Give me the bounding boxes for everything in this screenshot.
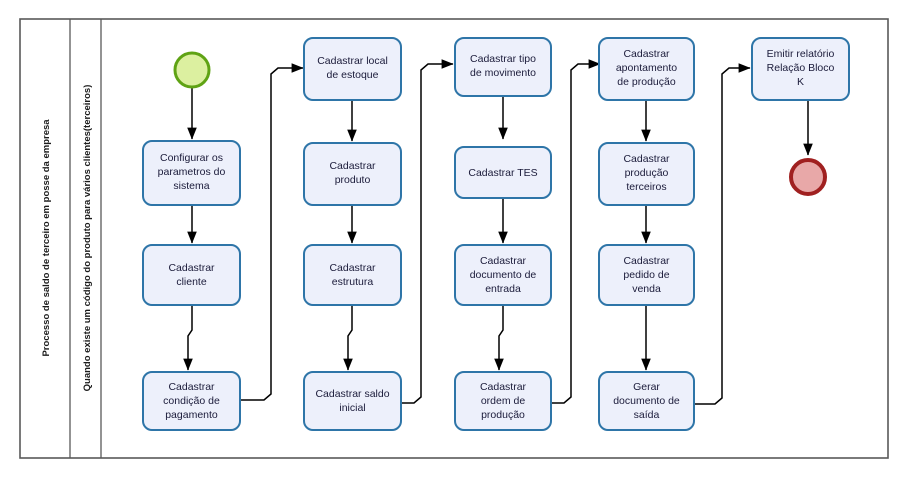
task-t1-box[interactable] — [142, 140, 241, 206]
task-t2-line-1: cliente — [176, 276, 207, 288]
task-t14-line-2: venda — [632, 283, 661, 295]
task-t7-box[interactable] — [303, 371, 402, 431]
task-t4-box[interactable] — [303, 37, 402, 101]
end-event-circle[interactable] — [789, 158, 827, 196]
task-t13[interactable]: Cadastrar produção terceiros — [598, 142, 695, 206]
lane-title-text: Quando existe um código do produto para … — [82, 85, 93, 392]
task-t1-line-2: sistema — [173, 180, 209, 192]
task-t9-line-0: Cadastrar TES — [468, 167, 537, 179]
task-t8-box[interactable] — [454, 37, 552, 97]
pool-title-label: Processo de saldo de terceiro em posse d… — [41, 119, 52, 357]
flow-t6-to-t7 — [343, 305, 353, 371]
start-event-circle[interactable] — [173, 51, 211, 89]
task-t4-line-1: de estoque — [327, 69, 379, 81]
task-t15-line-0: Gerar — [633, 381, 660, 393]
task-t12[interactable]: Cadastrar apontamento de produção — [598, 37, 695, 101]
task-t12-line-1: apontamento — [616, 62, 677, 74]
task-t16[interactable]: Emitir relatório Relação Bloco K — [751, 37, 850, 101]
task-t6[interactable]: Cadastrar estrutura — [303, 244, 402, 306]
task-t10-box[interactable] — [454, 244, 552, 306]
task-t8-line-1: de movimento — [470, 67, 536, 79]
flow-t11-to-t12 — [551, 59, 601, 404]
task-t10[interactable]: Cadastrar documento de entrada — [454, 244, 552, 306]
task-t14-box[interactable] — [598, 244, 695, 306]
pool-title-text: Processo de saldo de terceiro em posse d… — [41, 119, 52, 357]
task-t10-line-0: Cadastrar — [480, 255, 527, 267]
flow-t7-to-t8 — [401, 59, 454, 404]
end-event[interactable] — [789, 158, 827, 196]
task-t10-line-1: documento de — [470, 269, 537, 281]
task-t1-line-0: Configurar os — [160, 152, 223, 164]
task-t16-box[interactable] — [751, 37, 850, 101]
task-t3-line-1: condição de — [163, 395, 220, 407]
task-t8-line-0: Cadastrar tipo — [470, 53, 536, 65]
sequence-flows — [183, 59, 813, 405]
pool-frame — [19, 18, 889, 459]
task-t1-line-1: parametros do — [158, 166, 226, 178]
task-t13-line-2: terceiros — [626, 181, 666, 193]
task-t5-box[interactable] — [303, 142, 402, 206]
task-t7[interactable]: Cadastrar saldo inicial — [303, 371, 402, 431]
task-t4[interactable]: Cadastrar local de estoque — [303, 37, 402, 101]
task-t9-box[interactable] — [454, 146, 552, 199]
task-t11[interactable]: Cadastrar ordem de produção — [454, 371, 552, 431]
task-t11-line-1: ordem de — [481, 395, 526, 407]
task-t3-line-2: pagamento — [165, 409, 218, 421]
task-t5-line-1: produto — [335, 174, 371, 186]
task-t2[interactable]: Cadastrar cliente — [142, 244, 241, 306]
task-t16-line-0: Emitir relatório — [767, 48, 835, 60]
task-t9[interactable]: Cadastrar TES — [454, 146, 552, 199]
task-t4-line-0: Cadastrar local — [317, 55, 388, 67]
task-t7-line-0: Cadastrar saldo — [315, 388, 389, 400]
task-t15-box[interactable] — [598, 371, 695, 431]
task-t16-line-2: K — [797, 76, 804, 88]
task-t12-box[interactable] — [598, 37, 695, 101]
task-t14-line-0: Cadastrar — [623, 255, 670, 267]
task-t12-line-2: de produção — [617, 76, 676, 88]
task-t14[interactable]: Cadastrar pedido de venda — [598, 244, 695, 306]
task-t11-line-2: produção — [481, 409, 525, 421]
task-t15-line-1: documento de — [613, 395, 680, 407]
start-event[interactable] — [173, 51, 211, 89]
task-t2-box[interactable] — [142, 244, 241, 306]
task-t3-box[interactable] — [142, 371, 241, 431]
task-t6-line-1: estrutura — [332, 276, 374, 288]
flow-t10-to-t11 — [494, 305, 504, 371]
task-t3[interactable]: Cadastrar condição de pagamento — [142, 371, 241, 431]
task-t15[interactable]: Gerar documento de saída — [598, 371, 695, 431]
task-t14-line-1: pedido de — [623, 269, 669, 281]
task-t11-line-0: Cadastrar — [480, 381, 527, 393]
task-t12-line-0: Cadastrar — [623, 48, 670, 60]
task-t13-line-0: Cadastrar — [623, 153, 670, 165]
task-t5[interactable]: Cadastrar produto — [303, 142, 402, 206]
lane-title-label: Quando existe um código do produto para … — [82, 85, 93, 392]
task-t7-line-1: inicial — [339, 402, 365, 414]
task-t16-line-1: Relação Bloco — [767, 62, 835, 74]
task-t3-line-0: Cadastrar — [168, 381, 215, 393]
task-t13-box[interactable] — [598, 142, 695, 206]
task-t6-box[interactable] — [303, 244, 402, 306]
task-t11-box[interactable] — [454, 371, 552, 431]
task-t15-line-2: saída — [634, 409, 660, 421]
task-t8[interactable]: Cadastrar tipo de movimento — [454, 37, 552, 97]
task-t2-line-0: Cadastrar — [168, 262, 215, 274]
flow-t15-to-t16 — [695, 63, 751, 405]
flow-t2-to-t3 — [183, 305, 193, 371]
task-t10-line-2: entrada — [485, 283, 521, 295]
flow-t3-to-t4 — [240, 63, 304, 401]
task-t5-line-0: Cadastrar — [329, 160, 376, 172]
task-t13-line-1: produção — [625, 167, 669, 179]
task-t1[interactable]: Configurar os parametros do sistema — [142, 140, 241, 206]
task-t6-line-0: Cadastrar — [329, 262, 376, 274]
